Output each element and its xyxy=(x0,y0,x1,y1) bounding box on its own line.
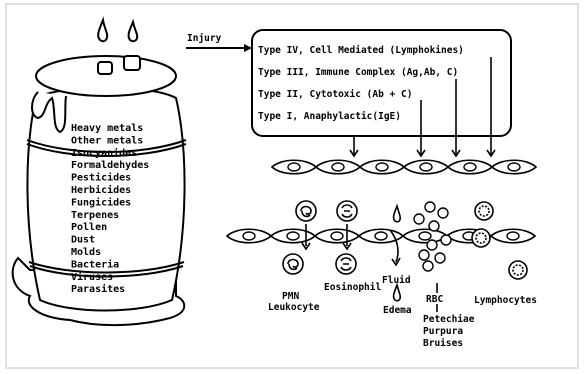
rbc-cell-icon xyxy=(435,253,445,263)
agent-item: Fungicides xyxy=(71,196,131,208)
bruises-label: Bruises xyxy=(423,338,463,349)
lymphocyte-nucleus-icon xyxy=(513,265,523,275)
lymphocyte-nucleus-icon xyxy=(479,206,489,216)
barrel-bung xyxy=(124,56,140,70)
rbc-cell-icon xyxy=(441,235,451,245)
injury-label: Injury xyxy=(187,33,222,44)
pmn-cell-below-icon xyxy=(283,254,303,274)
lymphocyte-nucleus-icon xyxy=(476,233,486,243)
hypersensitivity-type-3: Type III, Immune Complex (Ag,Ab, C) xyxy=(258,67,458,78)
agent-item: Isocyanides xyxy=(71,147,137,159)
agent-item: Bacteria xyxy=(71,258,119,270)
endothelial-cell xyxy=(491,229,535,243)
agent-item: Pollen xyxy=(71,222,107,233)
hypersensitivity-type-2: Type II, Cytotoxic (Ab + C) xyxy=(258,89,412,100)
agent-item: Heavy metals xyxy=(71,123,143,134)
pmn-cell-icon xyxy=(296,201,316,221)
agent-item: Viruses xyxy=(71,271,113,283)
rbc-cell-icon xyxy=(425,202,435,212)
purpura-label: Purpura xyxy=(423,326,463,337)
leukocyte-label: Leukocyte xyxy=(268,302,320,313)
agent-item: Molds xyxy=(71,247,101,258)
agent-item: Herbicides xyxy=(71,184,131,196)
lymphocytes-label: Lymphocytes xyxy=(474,295,537,306)
edema-label: Edema xyxy=(383,305,412,316)
rbc-cell-icon xyxy=(438,208,448,218)
barrel-cap xyxy=(98,62,112,74)
endothelial-cell xyxy=(271,229,315,243)
hypersensitivity-type-1: Type I, Anaphylactic(IgE) xyxy=(258,111,401,122)
agent-item: Formaldehydes xyxy=(71,160,149,171)
pmn-label: PMN xyxy=(282,291,299,302)
agent-item: Dust xyxy=(71,235,95,246)
endothelial-cell xyxy=(227,229,271,243)
rbc-cell-icon xyxy=(414,214,424,224)
endothelial-cell xyxy=(272,160,316,174)
agent-item: Terpenes xyxy=(71,210,119,221)
rbc-cell-icon xyxy=(419,250,429,260)
endothelial-cell xyxy=(492,160,536,174)
endothelial-cell xyxy=(448,160,492,174)
endothelial-cell xyxy=(316,160,360,174)
agent-item: Other metals xyxy=(71,135,143,146)
endothelial-cell xyxy=(404,160,448,174)
agent-item: Pesticides xyxy=(71,172,131,184)
rbc-cell-icon xyxy=(429,221,439,231)
agent-item: Parasites xyxy=(71,283,125,295)
hypersensitivity-type-4: Type IV, Cell Mediated (Lymphokines) xyxy=(258,45,464,56)
endothelial-cell xyxy=(315,229,359,243)
petechiae-label: Petechiae xyxy=(423,314,475,325)
eosinophil-label: Eosinophil xyxy=(324,282,381,293)
endothelial-cell xyxy=(360,160,404,174)
rbc-cell-icon xyxy=(427,240,437,250)
fluid-label: Fluid xyxy=(382,275,411,286)
rbc-label: RBC xyxy=(426,294,443,305)
rbc-cell-icon xyxy=(423,261,433,271)
